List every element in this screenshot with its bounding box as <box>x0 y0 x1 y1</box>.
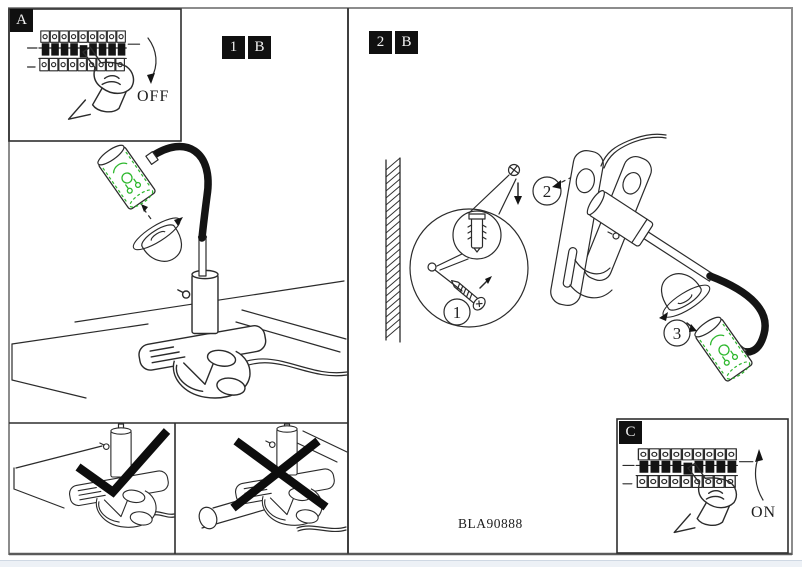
panel-c-badge: C <box>619 421 642 444</box>
panel-a-breaker-off-illustration <box>26 30 157 120</box>
anchor-screw <box>451 279 486 311</box>
x-mark <box>230 437 329 512</box>
step1-letter-badge: B <box>248 36 271 59</box>
gooseneck <box>147 142 212 242</box>
wall-mount-illustration: 1 2 <box>385 133 769 384</box>
power-cable <box>233 358 348 377</box>
lamp-shade <box>138 220 190 271</box>
wall-hatching <box>385 157 401 343</box>
page-frame <box>8 7 793 556</box>
step2-letter-badge: B <box>395 31 418 54</box>
table-board <box>11 280 347 399</box>
checkmark <box>75 428 171 498</box>
clamp-base <box>136 269 269 399</box>
gooseneck-right <box>706 272 769 356</box>
anchor-detail-circle: 1 <box>409 208 529 328</box>
wall-anchor-dowel <box>467 213 487 253</box>
panel-a-badge: A <box>10 9 33 32</box>
led-bulb-green <box>94 141 158 212</box>
cable-right <box>600 133 667 169</box>
wall-lamp: 3 <box>586 190 769 384</box>
callout-3: 3 <box>673 324 682 343</box>
product-code: BLA90888 <box>458 516 523 531</box>
wrong-usage-round-pipe <box>198 423 348 533</box>
lamp-pole <box>198 235 207 277</box>
callout-2: 2 <box>543 182 552 201</box>
footer-strip <box>0 560 802 567</box>
step2-number-badge: 2 <box>369 31 392 54</box>
step1-number-badge: 1 <box>222 36 245 59</box>
panel-c-breaker-on-illustration <box>622 448 764 534</box>
correct-usage-flat-table <box>13 423 175 528</box>
bulb-insert-arrow <box>141 204 152 220</box>
callout-1: 1 <box>453 303 462 322</box>
on-label: ON <box>751 504 777 521</box>
off-label: OFF <box>137 88 170 105</box>
clamp-lamp-on-table-illustration <box>11 141 348 399</box>
